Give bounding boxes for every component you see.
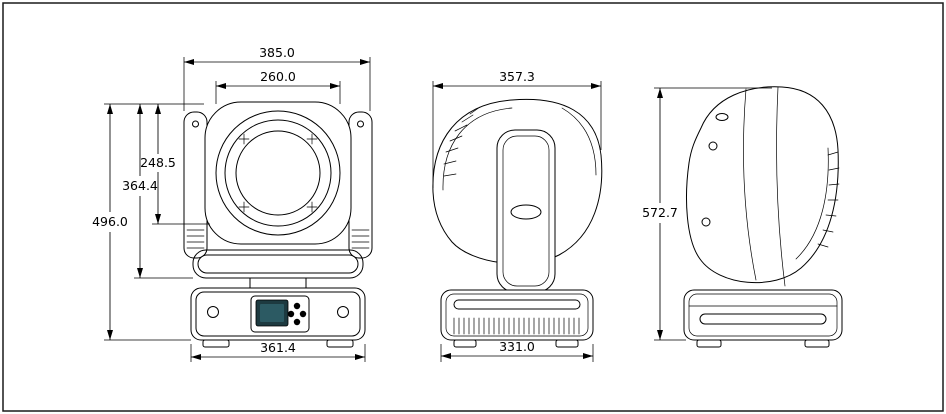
rear-panel-seams	[743, 86, 786, 287]
side-dim-base-width: 331.0	[440, 339, 594, 362]
front-dim-head-height: 248.5	[104, 103, 210, 225]
rear-vent-hatching	[817, 151, 840, 248]
front-dim-yoke-height: 364.4	[122, 104, 193, 279]
display-buttons	[287, 302, 307, 326]
dim-label-side-top-width: 357.3	[499, 69, 535, 84]
dim-label-front-total-height: 496.0	[92, 214, 128, 229]
dim-label-front-yoke-height: 364.4	[122, 178, 158, 193]
side-vent-hatching	[443, 106, 481, 177]
rear-view: 572.7	[642, 86, 843, 348]
dim-label-rear-total-height: 572.7	[642, 205, 678, 220]
side-yoke-arm	[496, 129, 556, 293]
side-dim-top-width: 357.3	[432, 69, 602, 188]
front-dim-total-height: 496.0	[92, 104, 191, 341]
side-view: 357.3 331.0	[432, 69, 603, 362]
dim-label-front-head-height: 248.5	[140, 155, 176, 170]
front-display-panel	[250, 295, 310, 333]
dim-label-front-top-width: 385.0	[259, 45, 295, 60]
front-lens-cross-marks	[238, 133, 318, 213]
front-dim-top-width: 385.0	[183, 45, 371, 111]
front-lens-rings	[215, 110, 341, 236]
front-dim-lens-width: 260.0	[215, 69, 341, 104]
side-head-inner-contour	[442, 107, 513, 191]
front-view: 385.0 260.0 248.5 364.4 496.0	[92, 45, 373, 362]
dim-label-front-lens-width: 260.0	[260, 69, 296, 84]
side-head-seam	[561, 107, 597, 176]
side-base-vent-fins	[453, 317, 580, 335]
rear-bolt-details	[701, 113, 729, 227]
rear-head-profile	[686, 86, 839, 284]
front-base	[190, 287, 366, 348]
dim-label-side-base-width: 331.0	[499, 339, 535, 354]
front-yoke-crossbar	[192, 249, 364, 289]
front-dim-base-width: 361.4	[190, 340, 366, 362]
rear-head-inner-contour	[795, 147, 829, 260]
display-screen-inner	[260, 304, 284, 322]
rear-base	[683, 289, 843, 348]
front-head-housing	[204, 101, 352, 245]
dim-label-front-base-width: 361.4	[260, 340, 296, 355]
rear-dim-total-height: 572.7	[642, 87, 772, 341]
side-base	[440, 289, 594, 348]
